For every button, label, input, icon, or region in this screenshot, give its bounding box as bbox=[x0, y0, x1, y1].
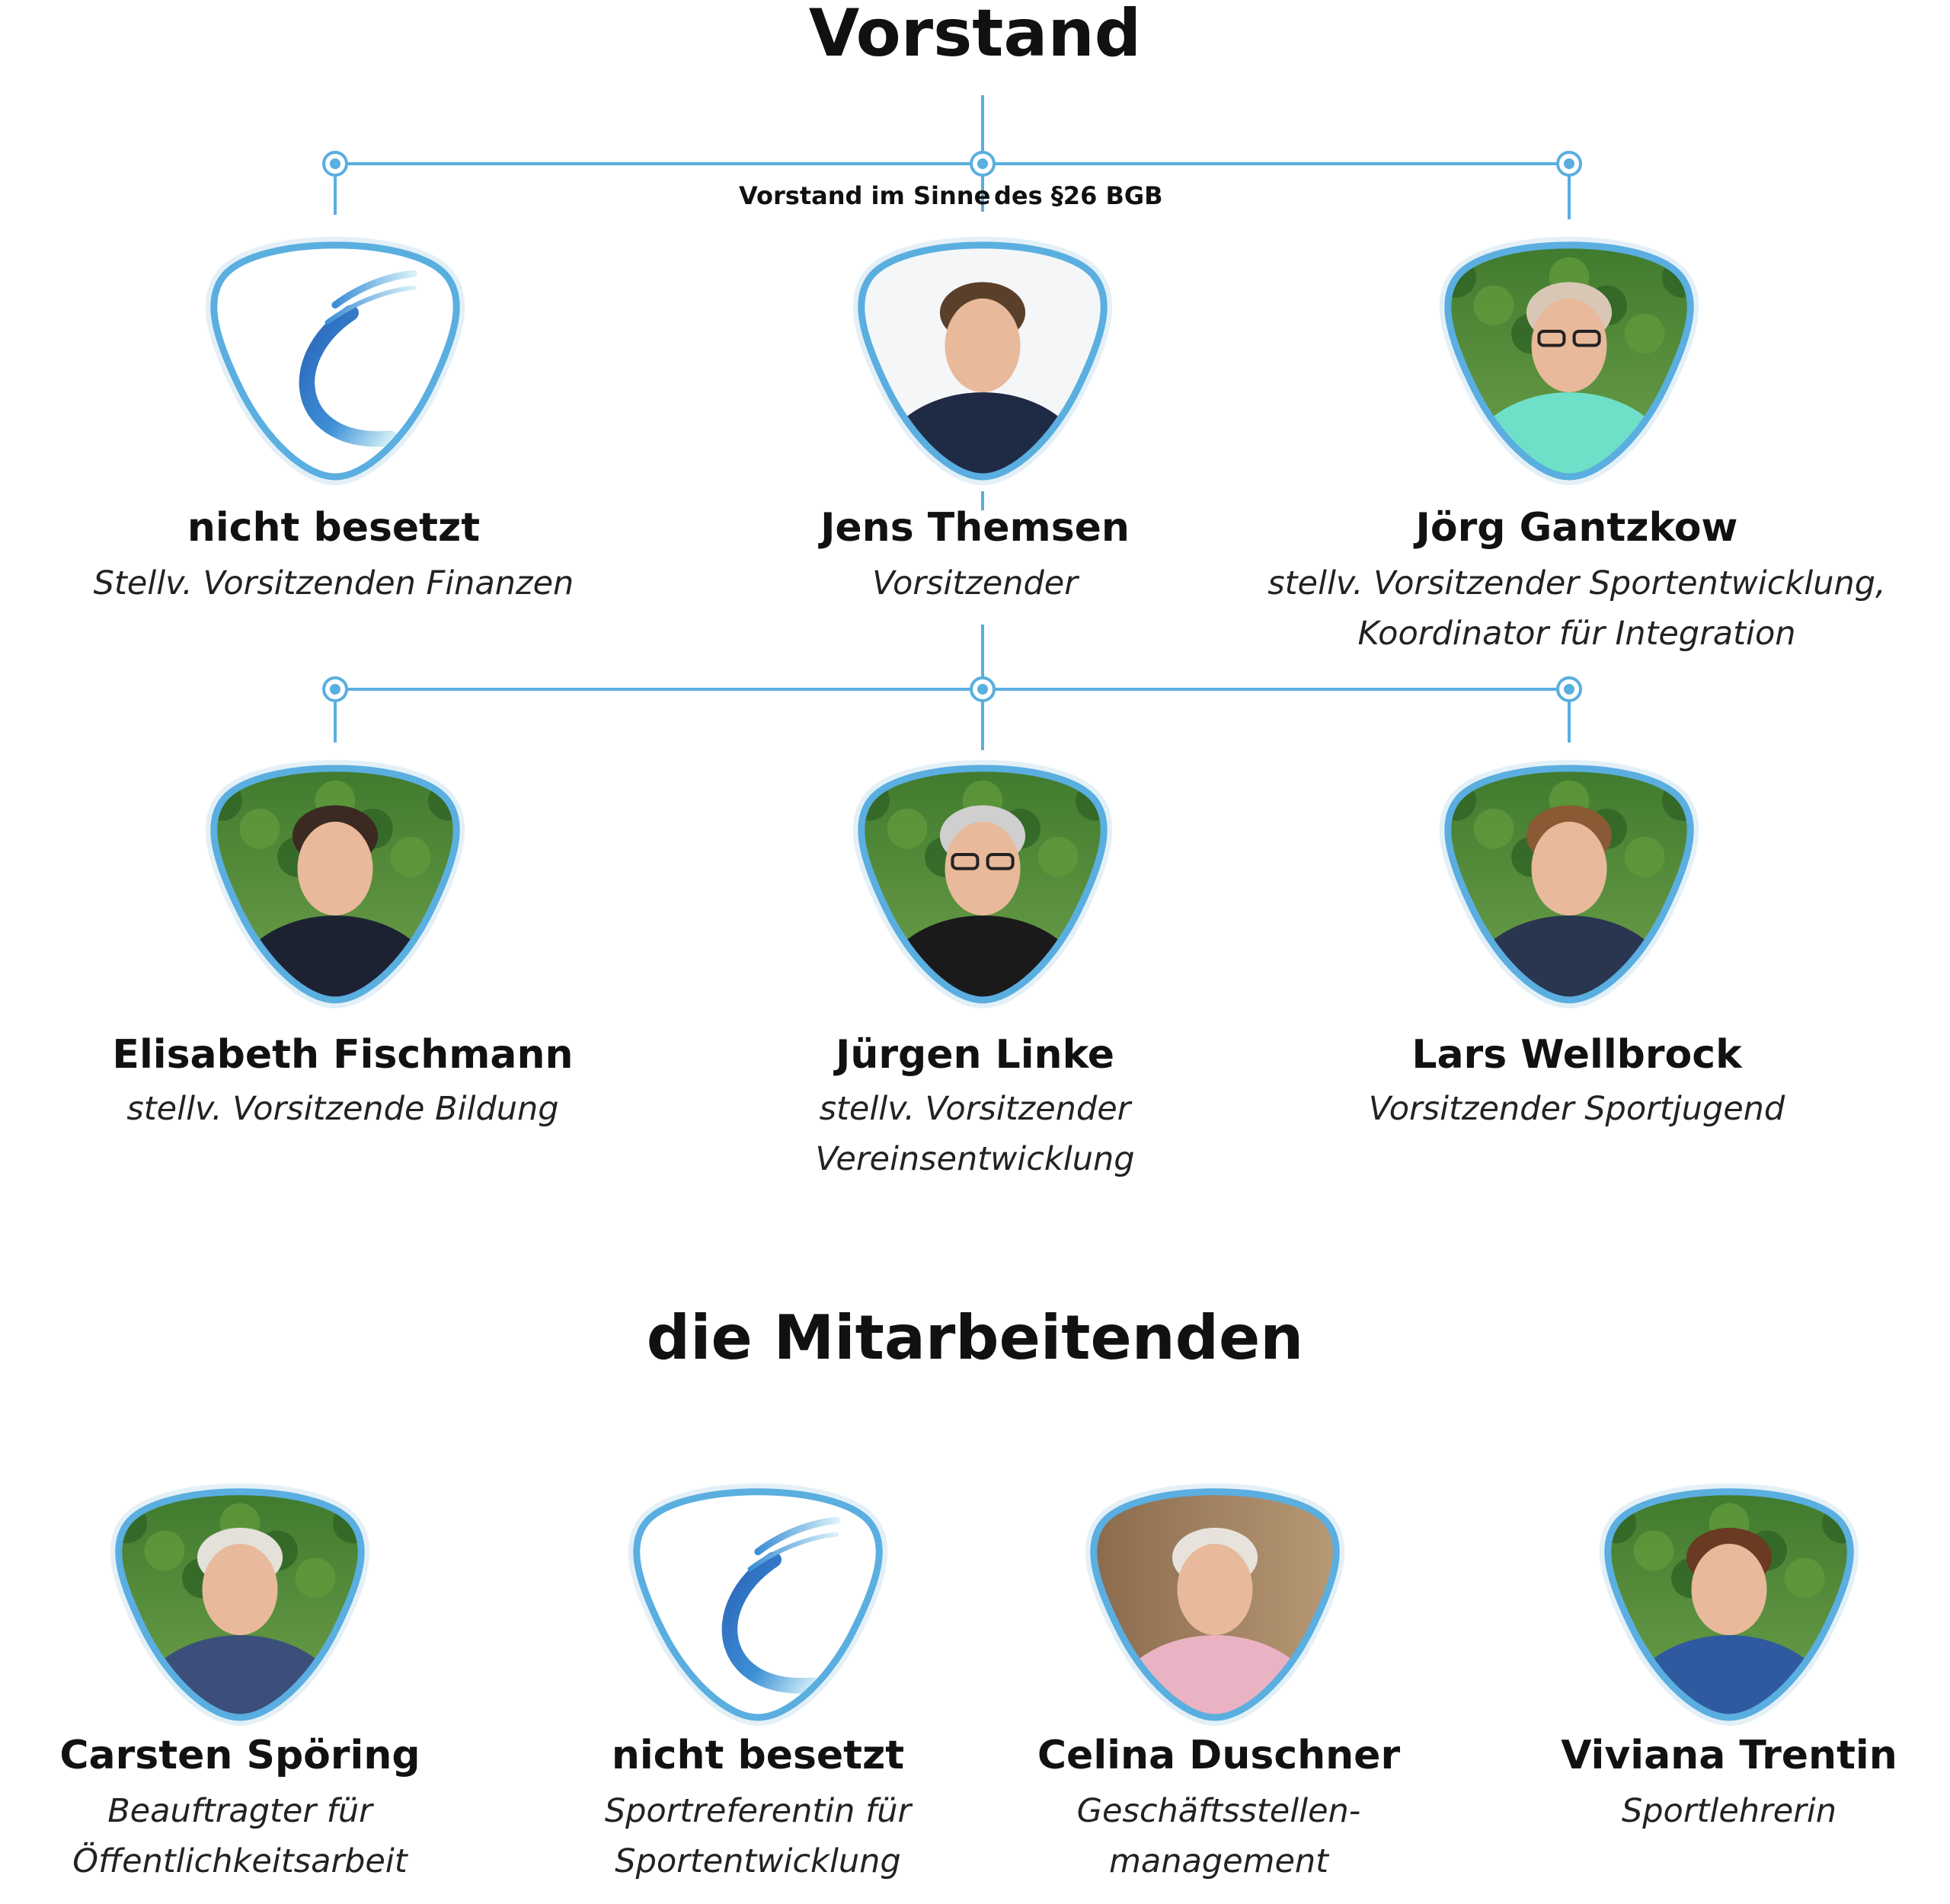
member-name: Celina Duschner bbox=[1037, 1733, 1401, 1778]
shoulders bbox=[1463, 915, 1675, 1000]
portrait-frame bbox=[110, 1483, 370, 1727]
glasses bbox=[951, 853, 980, 871]
frame-border bbox=[858, 765, 1108, 1004]
portrait-frame bbox=[205, 759, 465, 1009]
leaf-shape bbox=[1473, 808, 1514, 849]
member-name: Carsten Spöring bbox=[59, 1733, 420, 1778]
portrait-frame bbox=[205, 236, 465, 486]
shoulders bbox=[134, 1635, 346, 1717]
frame-border bbox=[1604, 1488, 1854, 1721]
logo-swoosh bbox=[324, 285, 417, 325]
connector-lines bbox=[322, 95, 1582, 750]
portrait-frame bbox=[1439, 759, 1699, 1009]
connector-node-dot bbox=[330, 684, 340, 695]
board-title: Vorstand bbox=[808, 0, 1142, 72]
leaf-shape bbox=[144, 1530, 185, 1571]
connector-node-dot bbox=[330, 158, 340, 169]
connector-node-dot bbox=[1564, 684, 1574, 695]
connector-node-dot bbox=[977, 158, 988, 169]
leaf-shape bbox=[1624, 836, 1665, 877]
member-role: stellv. Vorsitzender Sportentwicklung, K… bbox=[1268, 564, 1886, 653]
member-role: Sportlehrerin bbox=[1621, 1792, 1837, 1830]
member-name: Viviana Trentin bbox=[1561, 1733, 1897, 1778]
logo-swoosh bbox=[721, 1551, 821, 1694]
face bbox=[1177, 1544, 1253, 1635]
frame-border bbox=[210, 765, 460, 1004]
face bbox=[945, 298, 1021, 393]
leaf-shape bbox=[1473, 285, 1514, 326]
leaf-shape bbox=[295, 1557, 336, 1599]
connector-node-dot bbox=[977, 684, 988, 695]
portrait-frames bbox=[110, 236, 1859, 1727]
member-name: Lars Wellbrock bbox=[1411, 1032, 1742, 1078]
frame-border bbox=[633, 1488, 883, 1721]
shoulders bbox=[877, 915, 1088, 1000]
leaf-shape bbox=[887, 808, 928, 849]
bgb-label-left: Vorstand im Sinne bbox=[739, 181, 991, 210]
logo-swoosh bbox=[299, 305, 398, 447]
logo-icon bbox=[636, 1491, 880, 1717]
member-role: Vorsitzender bbox=[872, 564, 1078, 602]
glasses bbox=[986, 853, 1015, 871]
face bbox=[297, 821, 373, 916]
connector-node-dot bbox=[1564, 158, 1574, 169]
leaf-shape bbox=[1784, 1557, 1825, 1599]
staff-title: die Mitarbeitenden bbox=[646, 1302, 1304, 1373]
portrait-photo bbox=[118, 1491, 362, 1717]
member-name: Elisabeth Fischmann bbox=[112, 1032, 574, 1078]
member-name: nicht besetzt bbox=[611, 1733, 905, 1778]
member-role: Stellv. Vorsitzenden Finanzen bbox=[93, 564, 574, 602]
member-role: stellv. Vorsitzender Vereinsentwicklung bbox=[815, 1090, 1135, 1178]
shoulders bbox=[1463, 392, 1675, 477]
portrait-frame bbox=[1085, 1483, 1345, 1727]
frame-border bbox=[210, 241, 460, 481]
frame-border bbox=[115, 1488, 365, 1721]
shoulders bbox=[1623, 1635, 1835, 1717]
logo-background bbox=[213, 244, 457, 477]
face bbox=[945, 821, 1021, 916]
member-role: Beauftragter für Öffentlichkeitsarbeit bbox=[72, 1792, 408, 1880]
glasses bbox=[1572, 330, 1601, 347]
leaf-shape bbox=[1037, 836, 1079, 877]
logo-icon bbox=[213, 244, 457, 477]
shoulders bbox=[1109, 1635, 1321, 1717]
bgb-label-right: des §26 BGB bbox=[994, 181, 1163, 210]
member-role: stellv. Vorsitzende Bildung bbox=[126, 1090, 559, 1128]
leaf-shape bbox=[390, 836, 431, 877]
leaf-shape bbox=[1624, 313, 1665, 354]
portrait-photo bbox=[1447, 244, 1691, 477]
member-name: Jens Themsen bbox=[820, 505, 1130, 551]
face bbox=[1531, 298, 1607, 393]
logo-swoosh bbox=[331, 270, 417, 309]
glasses bbox=[1537, 330, 1566, 347]
leaf-shape bbox=[1633, 1530, 1674, 1571]
member-role: Vorsitzender Sportjugend bbox=[1368, 1090, 1785, 1128]
shoulders bbox=[229, 915, 441, 1000]
member-name: nicht besetzt bbox=[187, 505, 481, 551]
frame-border bbox=[1444, 765, 1694, 1004]
face bbox=[1531, 821, 1607, 916]
portrait-frame bbox=[1439, 236, 1699, 486]
frame-border bbox=[1090, 1488, 1340, 1721]
logo-swoosh bbox=[747, 1532, 839, 1572]
frame-border bbox=[1444, 241, 1694, 481]
portrait-frame bbox=[852, 759, 1113, 1009]
portrait-frame bbox=[628, 1483, 888, 1727]
face bbox=[202, 1544, 278, 1635]
member-name: Jürgen Linke bbox=[835, 1032, 1115, 1078]
logo-swoosh bbox=[754, 1516, 840, 1556]
shoulders bbox=[877, 392, 1088, 477]
face bbox=[1691, 1544, 1767, 1635]
frame-border bbox=[858, 241, 1108, 481]
member-role: Geschäftsstellen- management bbox=[1076, 1792, 1361, 1880]
member-role: Sportreferentin für Sportentwicklung bbox=[604, 1792, 912, 1880]
member-name: Jörg Gantzkow bbox=[1415, 505, 1738, 551]
leaf-shape bbox=[239, 808, 280, 849]
